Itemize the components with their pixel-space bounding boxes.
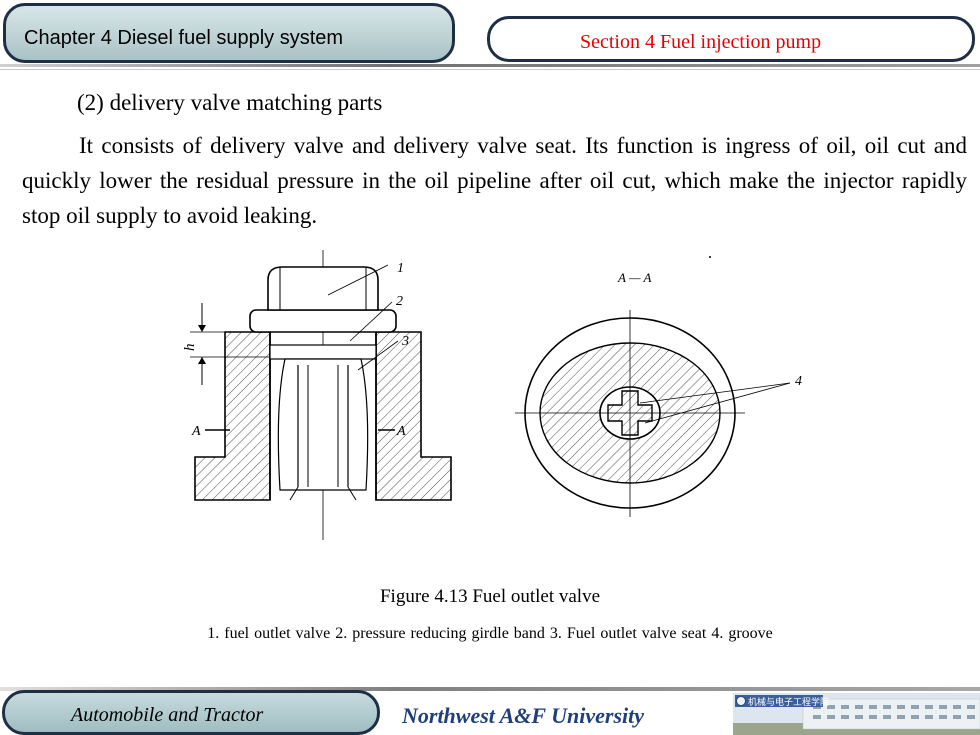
sub-heading: (2) delivery valve matching parts [77, 90, 383, 115]
figure-caption: Figure 4.13 Fuel outlet valve [379, 586, 601, 607]
body-paragraph: It consists of delivery valve and delive… [22, 133, 967, 228]
figure-legend: 1. fuel outlet valve 2. pressure reducin… [207, 625, 773, 642]
section-mark-right: A [396, 424, 406, 439]
section-tab: Section 4 Fuel injection pump [487, 16, 975, 62]
part-label-2: 2 [396, 294, 403, 309]
part-label-4: 4 [795, 374, 802, 389]
footer-divider [0, 687, 980, 691]
university-name: Northwest A&F University [402, 703, 645, 728]
section-title: Section 4 Fuel injection pump [580, 31, 822, 53]
part-label-1: 1 [397, 261, 404, 276]
cross-section-drawing [515, 256, 791, 517]
course-tab: Automobile and Tractor [2, 690, 380, 735]
header-divider-thin [0, 69, 980, 70]
h-dimension-label: h [182, 344, 198, 352]
section-view-label: A — A [617, 270, 652, 285]
chapter-title: Chapter 4 Diesel fuel supply system [24, 27, 344, 49]
section-mark-left: A [191, 424, 201, 439]
college-sign-text: 机械与电子工程学院 [748, 696, 829, 708]
course-title: Automobile and Tractor [71, 704, 264, 726]
fuel-outlet-valve-figure: 1 2 3 h A A A — A 4 [182, 250, 802, 540]
part-label-3: 3 [401, 334, 409, 349]
chapter-tab: Chapter 4 Diesel fuel supply system [3, 3, 455, 63]
header-divider [0, 64, 980, 67]
campus-building-image: 机械与电子工程学院 [733, 693, 980, 735]
valve-assembly-drawing [190, 250, 452, 540]
